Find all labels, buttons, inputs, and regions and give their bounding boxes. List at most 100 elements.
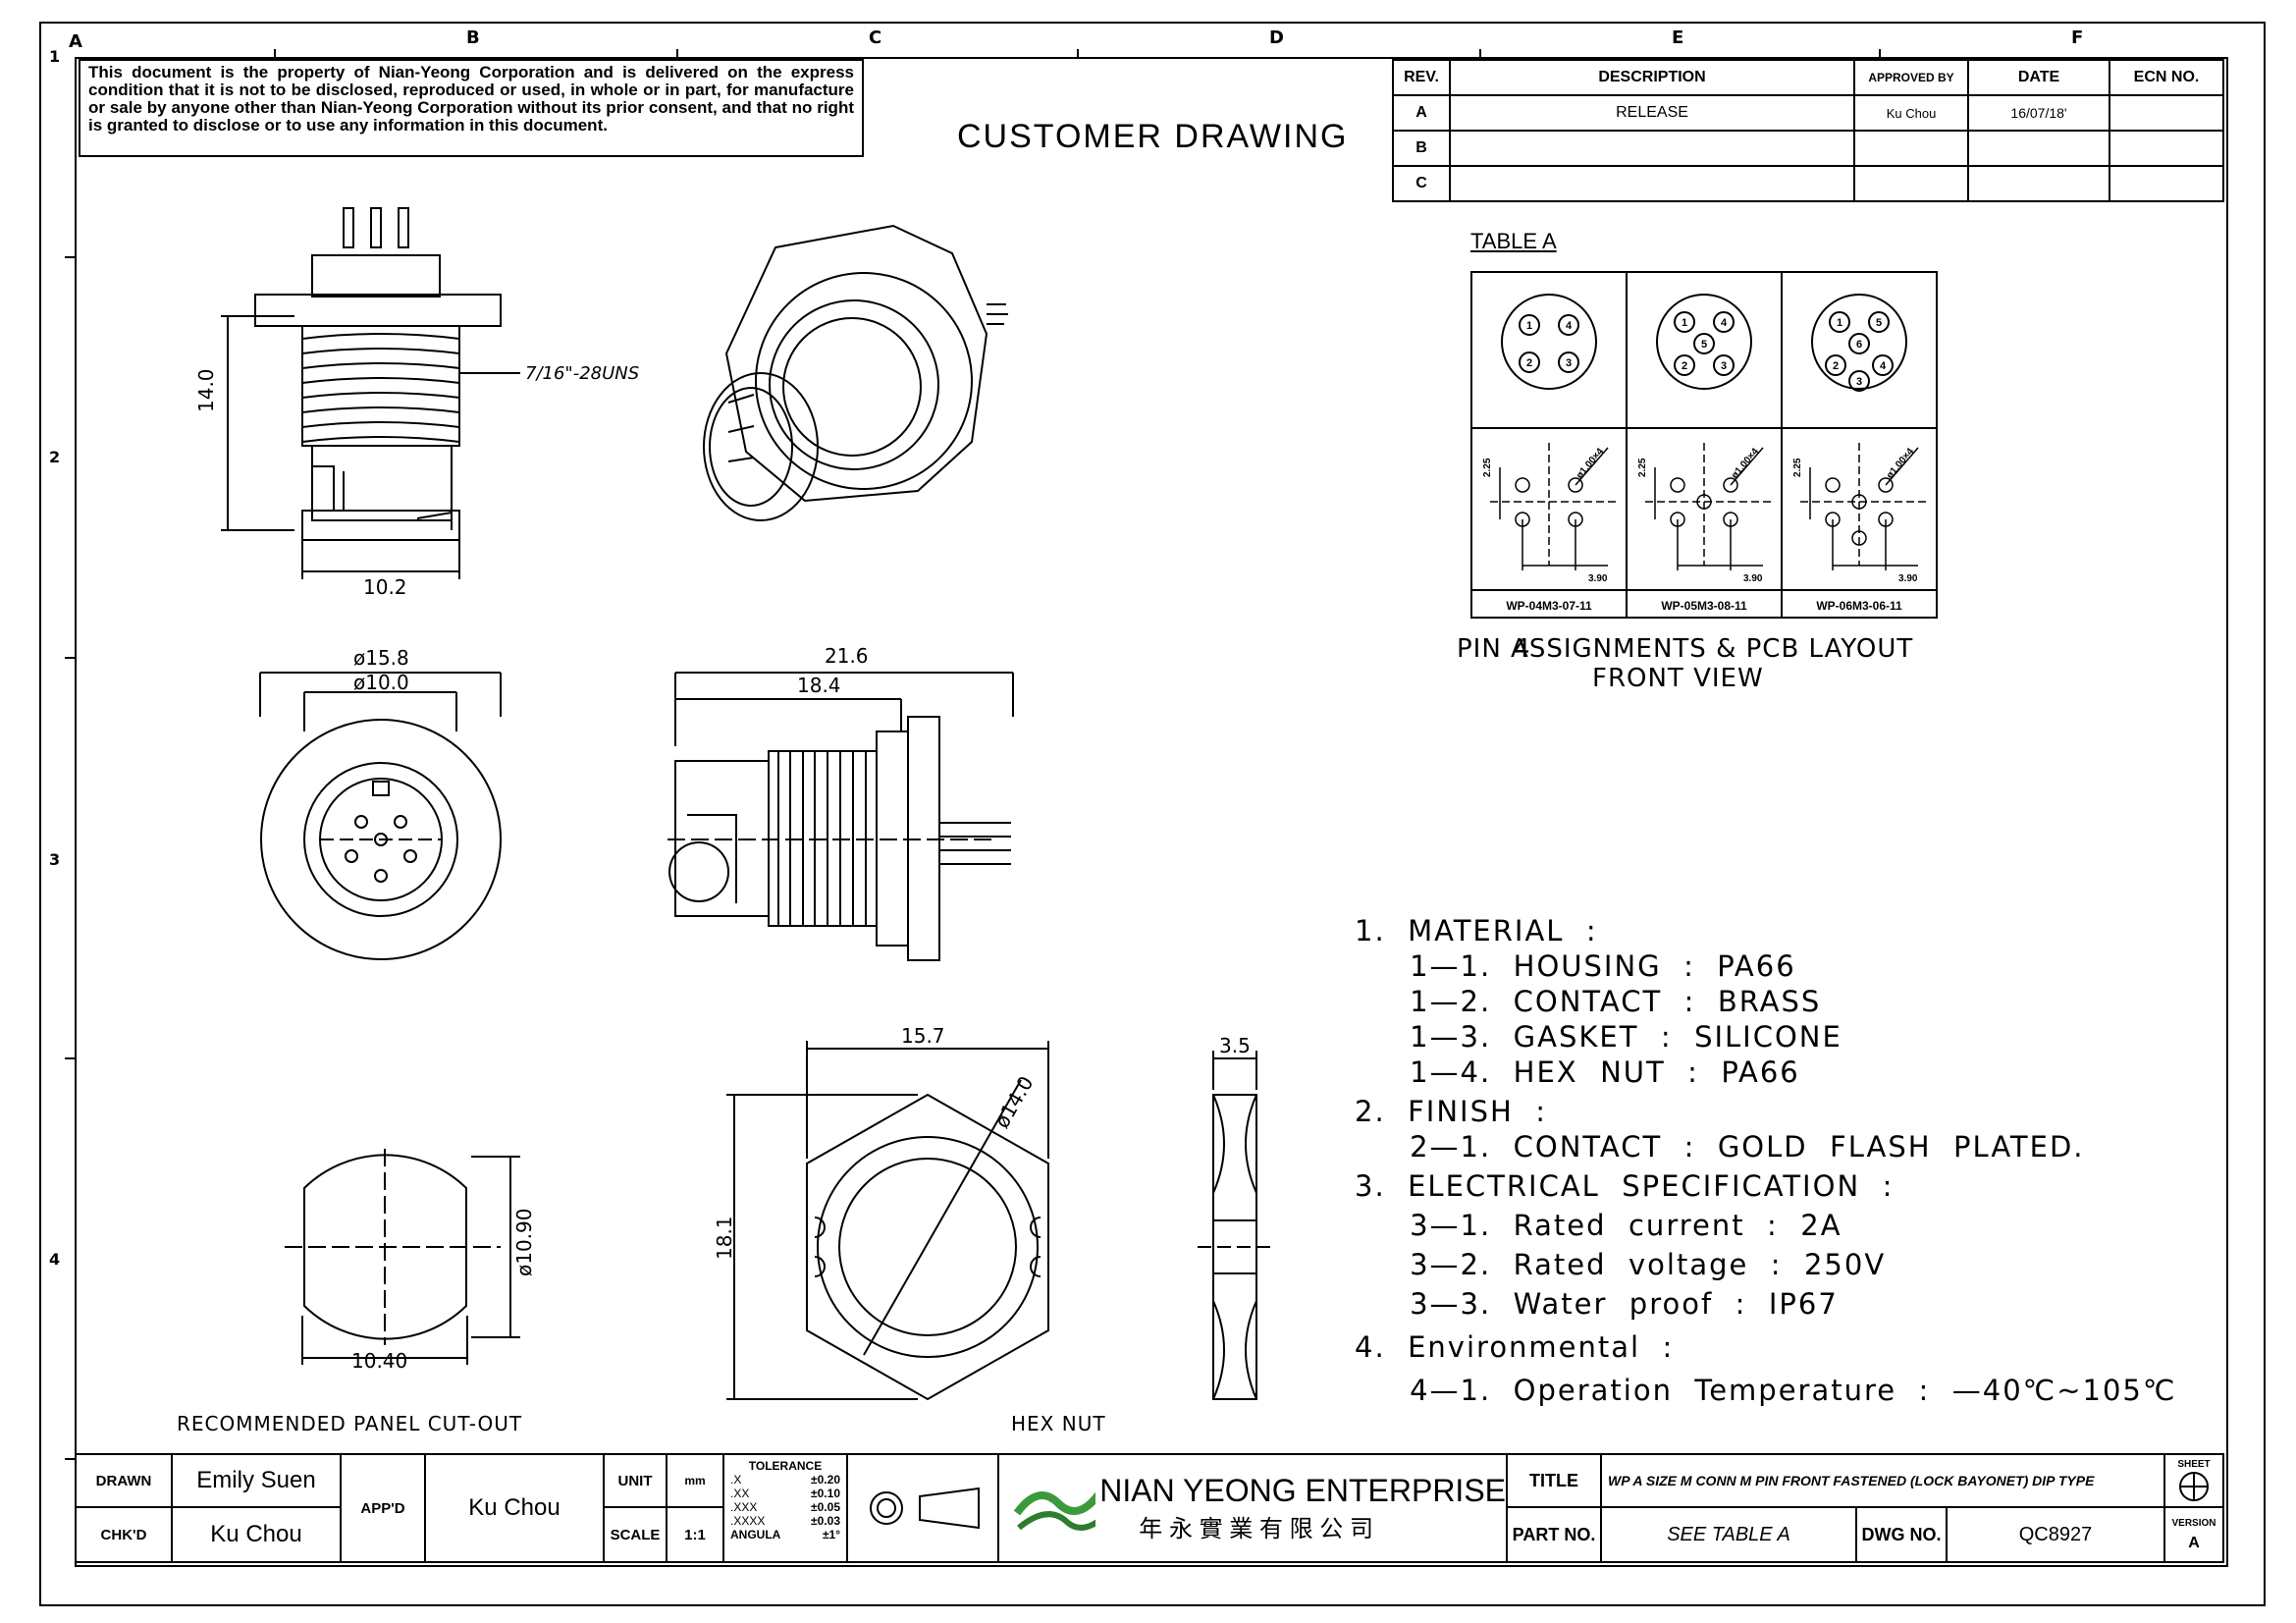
approved-cell xyxy=(1853,130,1969,167)
rev-header: REV. xyxy=(1392,59,1451,96)
dim-thread: 7/16"-28UNS xyxy=(525,363,640,384)
pcb-dim-a: 2.25 xyxy=(1792,458,1803,477)
dim-cutout-dia: ø10.90 xyxy=(512,1208,536,1277)
pcb-layout-5 xyxy=(1645,443,1773,570)
pin-face-6 xyxy=(1811,294,1907,392)
note-line: 4. Environmental : xyxy=(1355,1330,1675,1364)
grid-row-2: 2 xyxy=(49,448,61,466)
tolerance-value: ±0.10 xyxy=(811,1487,840,1500)
date-cell xyxy=(1967,130,2110,167)
section-view xyxy=(667,672,1014,961)
approved-by: Ku Chou xyxy=(424,1453,605,1563)
pcb-dim-a: 2.25 xyxy=(1482,458,1493,477)
tolerance-title: TOLERANCE xyxy=(748,1459,823,1473)
revision-row: B xyxy=(1392,130,2224,167)
drawn-by: Emily Suen xyxy=(171,1453,342,1508)
sheet-label: SHEET xyxy=(2177,1458,2211,1470)
pcb-layout-6 xyxy=(1800,443,1928,570)
grid-row-3: 3 xyxy=(49,850,61,869)
tolerance-value: ±0.20 xyxy=(811,1473,840,1487)
pin-label: 3 xyxy=(1566,357,1572,369)
note-line: 1—2. CONTACT : BRASS xyxy=(1355,985,1822,1018)
drawing-type-title: CUSTOMER DRAWING xyxy=(957,118,1349,155)
tolerance-row: .X ±0.20 xyxy=(730,1473,840,1487)
checked-by: Ku Chou xyxy=(171,1506,342,1563)
pin-caption-overlap: 4 xyxy=(1514,634,1530,664)
note-line: 1—1. HOUSING : PA66 xyxy=(1355,949,1796,983)
dim-front-inner: ø10.0 xyxy=(353,671,409,694)
sheet-crosshair-icon xyxy=(2179,1471,2209,1501)
pcb-dim-b: 3.90 xyxy=(1743,573,1763,584)
tolerance-format: .X xyxy=(730,1473,742,1487)
grid-col-f: F xyxy=(2071,27,2084,48)
approved-cell xyxy=(1853,165,1969,202)
dwg-no-label: DWG NO. xyxy=(1855,1506,1948,1563)
pin-face-5 xyxy=(1656,294,1752,390)
panel-cutout-label: RECOMMENDED PANEL CUT-OUT xyxy=(177,1412,523,1435)
tolerance-row: ANGULA ±1° xyxy=(730,1528,840,1542)
pin-label: 1 xyxy=(1682,317,1687,329)
drawing-frame xyxy=(75,57,2228,1567)
ecn-header: ECN NO. xyxy=(2109,59,2224,96)
pin-label: 5 xyxy=(1876,317,1882,329)
company-block: NIAN YEONG ENTERPRISE 年 永 實 業 有 限 公 司 xyxy=(997,1453,1508,1563)
note-line: 1—3. GASKET : SILICONE xyxy=(1355,1020,1842,1054)
pin-label: 2 xyxy=(1526,357,1532,369)
note-line: 3—1. Rated current : 2A xyxy=(1355,1209,1842,1242)
pin-label: 5 xyxy=(1701,339,1707,351)
revision-header-row: REV. DESCRIPTION APPROVED BY DATE ECN NO… xyxy=(1392,59,2224,96)
tolerance-value: ±0.03 xyxy=(811,1514,840,1528)
pin-label: 3 xyxy=(1721,360,1727,372)
tolerance-format: .XX xyxy=(730,1487,750,1500)
pin-label: 2 xyxy=(1833,360,1839,372)
grid-row-4: 4 xyxy=(49,1250,61,1269)
pin-assignment-caption: PIN ASSIGNMENTS & PCB LAYOUT xyxy=(1457,634,1914,664)
note-line: 3—2. Rated voltage : 250V xyxy=(1355,1248,1887,1281)
grid-col-a: A xyxy=(69,31,82,52)
tolerance-format: .XXXX xyxy=(730,1514,766,1528)
company-logo-icon xyxy=(1013,1491,1096,1531)
dim-hex-width: 15.7 xyxy=(901,1024,945,1048)
revision-row: C xyxy=(1392,165,2224,202)
tolerance-row: .XX ±0.10 xyxy=(730,1487,840,1500)
rev-cell: A xyxy=(1392,94,1451,132)
pin-label: 2 xyxy=(1682,360,1687,372)
pin-assignment-table: 1 4 2 3 1 4 5 2 3 1 5 6 2 4 3 xyxy=(1470,271,1938,619)
dim-side-width: 10.2 xyxy=(363,575,407,599)
part-number-label: WP-06M3-06-11 xyxy=(1816,599,1902,613)
title-value: WP A SIZE M CONN M PIN FRONT FASTENED (L… xyxy=(1600,1453,2165,1508)
dim-side-height: 14.0 xyxy=(194,368,218,412)
front-view xyxy=(259,672,502,960)
tolerance-format: .XXX xyxy=(730,1500,758,1514)
unit-value: mm xyxy=(666,1453,724,1508)
description-cell xyxy=(1449,165,1855,202)
checked-label: CHK'D xyxy=(75,1506,173,1563)
proprietary-notice: This document is the property of Nian-Ye… xyxy=(79,59,864,157)
ecn-cell xyxy=(2109,165,2224,202)
tolerance-value: ±0.05 xyxy=(811,1500,840,1514)
hex-nut-view xyxy=(726,1041,1276,1401)
tolerance-row: .XXXX ±0.03 xyxy=(730,1514,840,1528)
pin-label: 4 xyxy=(1721,317,1728,329)
dim-hex-height: 18.1 xyxy=(713,1216,736,1260)
tolerance-value: ±1° xyxy=(822,1528,840,1542)
sheet-border xyxy=(39,22,2266,1606)
pin-face-4 xyxy=(1501,294,1597,390)
specification-notes: 1. MATERIAL : 1—1. HOUSING : PA66 1—2. C… xyxy=(1355,913,2176,1408)
pin-label: 4 xyxy=(1566,320,1573,332)
scale-label: SCALE xyxy=(603,1506,667,1563)
version-cell: VERSION A xyxy=(2163,1506,2224,1563)
tolerance-format: ANGULA xyxy=(730,1528,781,1542)
sheet-cell: SHEET xyxy=(2163,1453,2224,1508)
panel-cutout-view xyxy=(285,1149,520,1365)
pin-label: 1 xyxy=(1526,320,1532,332)
unit-label: UNIT xyxy=(603,1453,667,1508)
version-value: A xyxy=(2188,1534,2200,1551)
note-line: 2. FINISH : xyxy=(1355,1095,1548,1128)
ecn-cell xyxy=(2109,94,2224,132)
pcb-dim-b: 3.90 xyxy=(1898,573,1918,584)
date-header: DATE xyxy=(1967,59,2110,96)
dim-front-outer: ø15.8 xyxy=(353,646,409,670)
version-label: VERSION xyxy=(2171,1517,2216,1529)
